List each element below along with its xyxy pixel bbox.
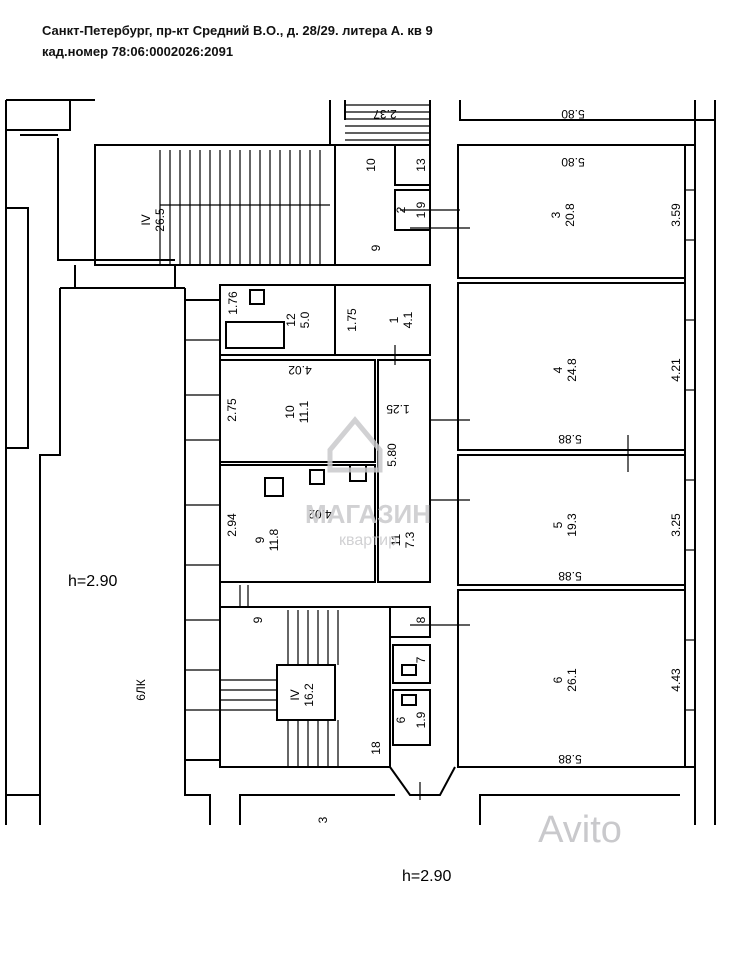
stair-dim: 2.37 (373, 107, 397, 121)
label-10: 10 (364, 158, 378, 172)
room3-dim-top: 5.80 (561, 155, 585, 169)
stair-top-num: IV (139, 214, 153, 225)
stair-block-top (94, 104, 470, 266)
magazin-watermark: МАГАЗИН квартир (305, 416, 431, 549)
stair-block-bottom (219, 585, 680, 825)
room1-area: 4.1 (401, 311, 415, 328)
room4-num: 4 (551, 366, 565, 373)
label-18: 18 (369, 741, 383, 755)
room11-dim-a: 5.80 (385, 443, 399, 467)
cadastral-number: кад.номер 78:06:0002026:2091 (42, 44, 234, 59)
room10-area: 11.1 (297, 400, 311, 423)
room9-dim-top: 4.02 (308, 507, 332, 521)
room9-area: 11.8 (267, 528, 281, 551)
room3-area: 20.8 (563, 203, 577, 227)
room6-num: 6 (551, 676, 565, 683)
room12-dim-a: 1.76 (226, 291, 240, 315)
room5-dim-bottom: 5.88 (558, 569, 582, 583)
label-3: 3 (316, 816, 330, 823)
room5-dim-right: 3.25 (669, 513, 683, 537)
stair-bottom-num: IV (288, 689, 302, 700)
room4-dim-bottom: 5.88 (558, 432, 582, 446)
room12-dim-b: 1.75 (345, 308, 359, 332)
room6-dim-bottom: 5.88 (558, 752, 582, 766)
watermark-brand: МАГАЗИН (305, 499, 431, 529)
room12-num: 12 (284, 313, 298, 327)
outer-top-dim: 5.80 (561, 107, 585, 121)
room5-num: 5 (551, 521, 565, 528)
stair-top-area: 26.5 (153, 208, 167, 232)
room12-area: 5.0 (298, 311, 312, 328)
label-7: 7 (414, 656, 428, 663)
height-left: h=2.90 (68, 573, 117, 590)
height-bottom: h=2.90 (402, 868, 451, 885)
label-13: 13 (414, 158, 428, 172)
label-lk: 6ЛК (134, 679, 148, 701)
room10-dim-side: 2.75 (225, 398, 239, 422)
room6-area: 26.1 (565, 668, 579, 692)
room10-num: 10 (283, 405, 297, 419)
label-9b: 9 (251, 616, 265, 623)
room2-num: 2 (394, 206, 408, 213)
room10-dim-top: 4.02 (288, 363, 312, 377)
room4-area: 24.8 (565, 358, 579, 382)
room2-area: 1.9 (414, 201, 428, 218)
watermark-sub: квартир (339, 532, 397, 549)
right-rooms (457, 144, 696, 768)
room6b-area: 1.9 (414, 711, 428, 728)
label-8: 8 (414, 616, 428, 623)
stair-bottom-area: 16.2 (302, 683, 316, 707)
room11-dim-b: 1.25 (386, 402, 410, 416)
room9-num: 9 (253, 536, 267, 543)
address-title: Санкт-Петербург, пр-кт Средний В.О., д. … (42, 23, 433, 38)
room9-dim-side: 2.94 (225, 513, 239, 537)
label-9a: 9 (369, 244, 383, 251)
avito-watermark: Avito (538, 809, 622, 851)
room6-dim-right: 4.43 (669, 668, 683, 692)
room11-num: 11 (389, 533, 403, 546)
room3-dim-right: 3.59 (669, 203, 683, 227)
room11-area: 7.3 (403, 531, 417, 548)
room6b-num: 6 (394, 716, 408, 723)
room3-num: 3 (549, 211, 563, 218)
room1-num: 1 (387, 316, 401, 323)
room4-dim-right: 4.21 (669, 358, 683, 382)
room5-area: 19.3 (565, 513, 579, 537)
